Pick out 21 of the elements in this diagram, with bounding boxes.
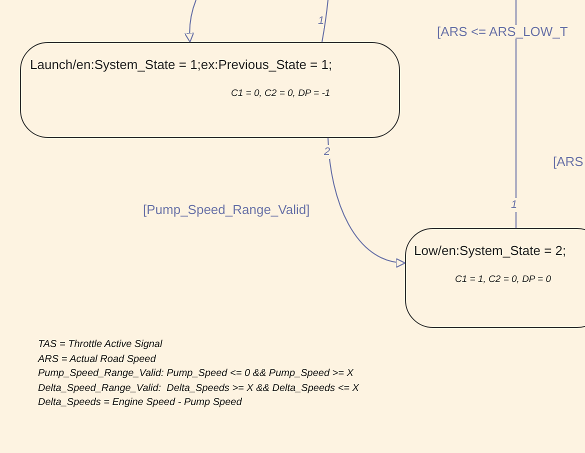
transition-arrow <box>327 138 406 268</box>
state-note: C1 = 1, C2 = 0, DP = 0 <box>455 274 552 285</box>
state-action-text: Low/en:System_State = 2; <box>414 243 566 258</box>
transition-number: 2 <box>324 145 330 159</box>
state-box <box>405 228 585 328</box>
guard-condition: [ARS <box>553 155 584 169</box>
legend-note: TAS = Throttle Active Signal <box>38 339 162 350</box>
edge-label: [Pump_Speed_Range_Valid] <box>143 203 310 217</box>
legend-note: Pump_Speed_Range_Valid: Pump_Speed <= 0 && Pump_Speed >= X <box>38 368 354 379</box>
legend-note: Delta_Speed_Range_Valid: Delta_Speeds >= X && Delta_Speeds <= X <box>38 382 359 394</box>
transition-line <box>321 0 329 42</box>
edge-label: 1 <box>318 14 324 28</box>
transition-line <box>515 0 517 228</box>
edge-label: 1 <box>511 198 518 212</box>
state-action-text: Launch/en:System_State = 1;ex:Previous_State = 1; <box>30 57 332 72</box>
transition-arrow <box>184 0 197 43</box>
legend-note: Delta_Speeds = Engine Speed - Pump Speed <box>38 397 242 408</box>
state-note: C1 = 0, C2 = 0, DP = -1 <box>231 88 330 99</box>
legend-note: ARS = Actual Road Speed <box>38 354 156 364</box>
guard-condition: [ARS <= ARS_LOW_T <box>437 25 568 39</box>
state-box <box>20 42 400 138</box>
